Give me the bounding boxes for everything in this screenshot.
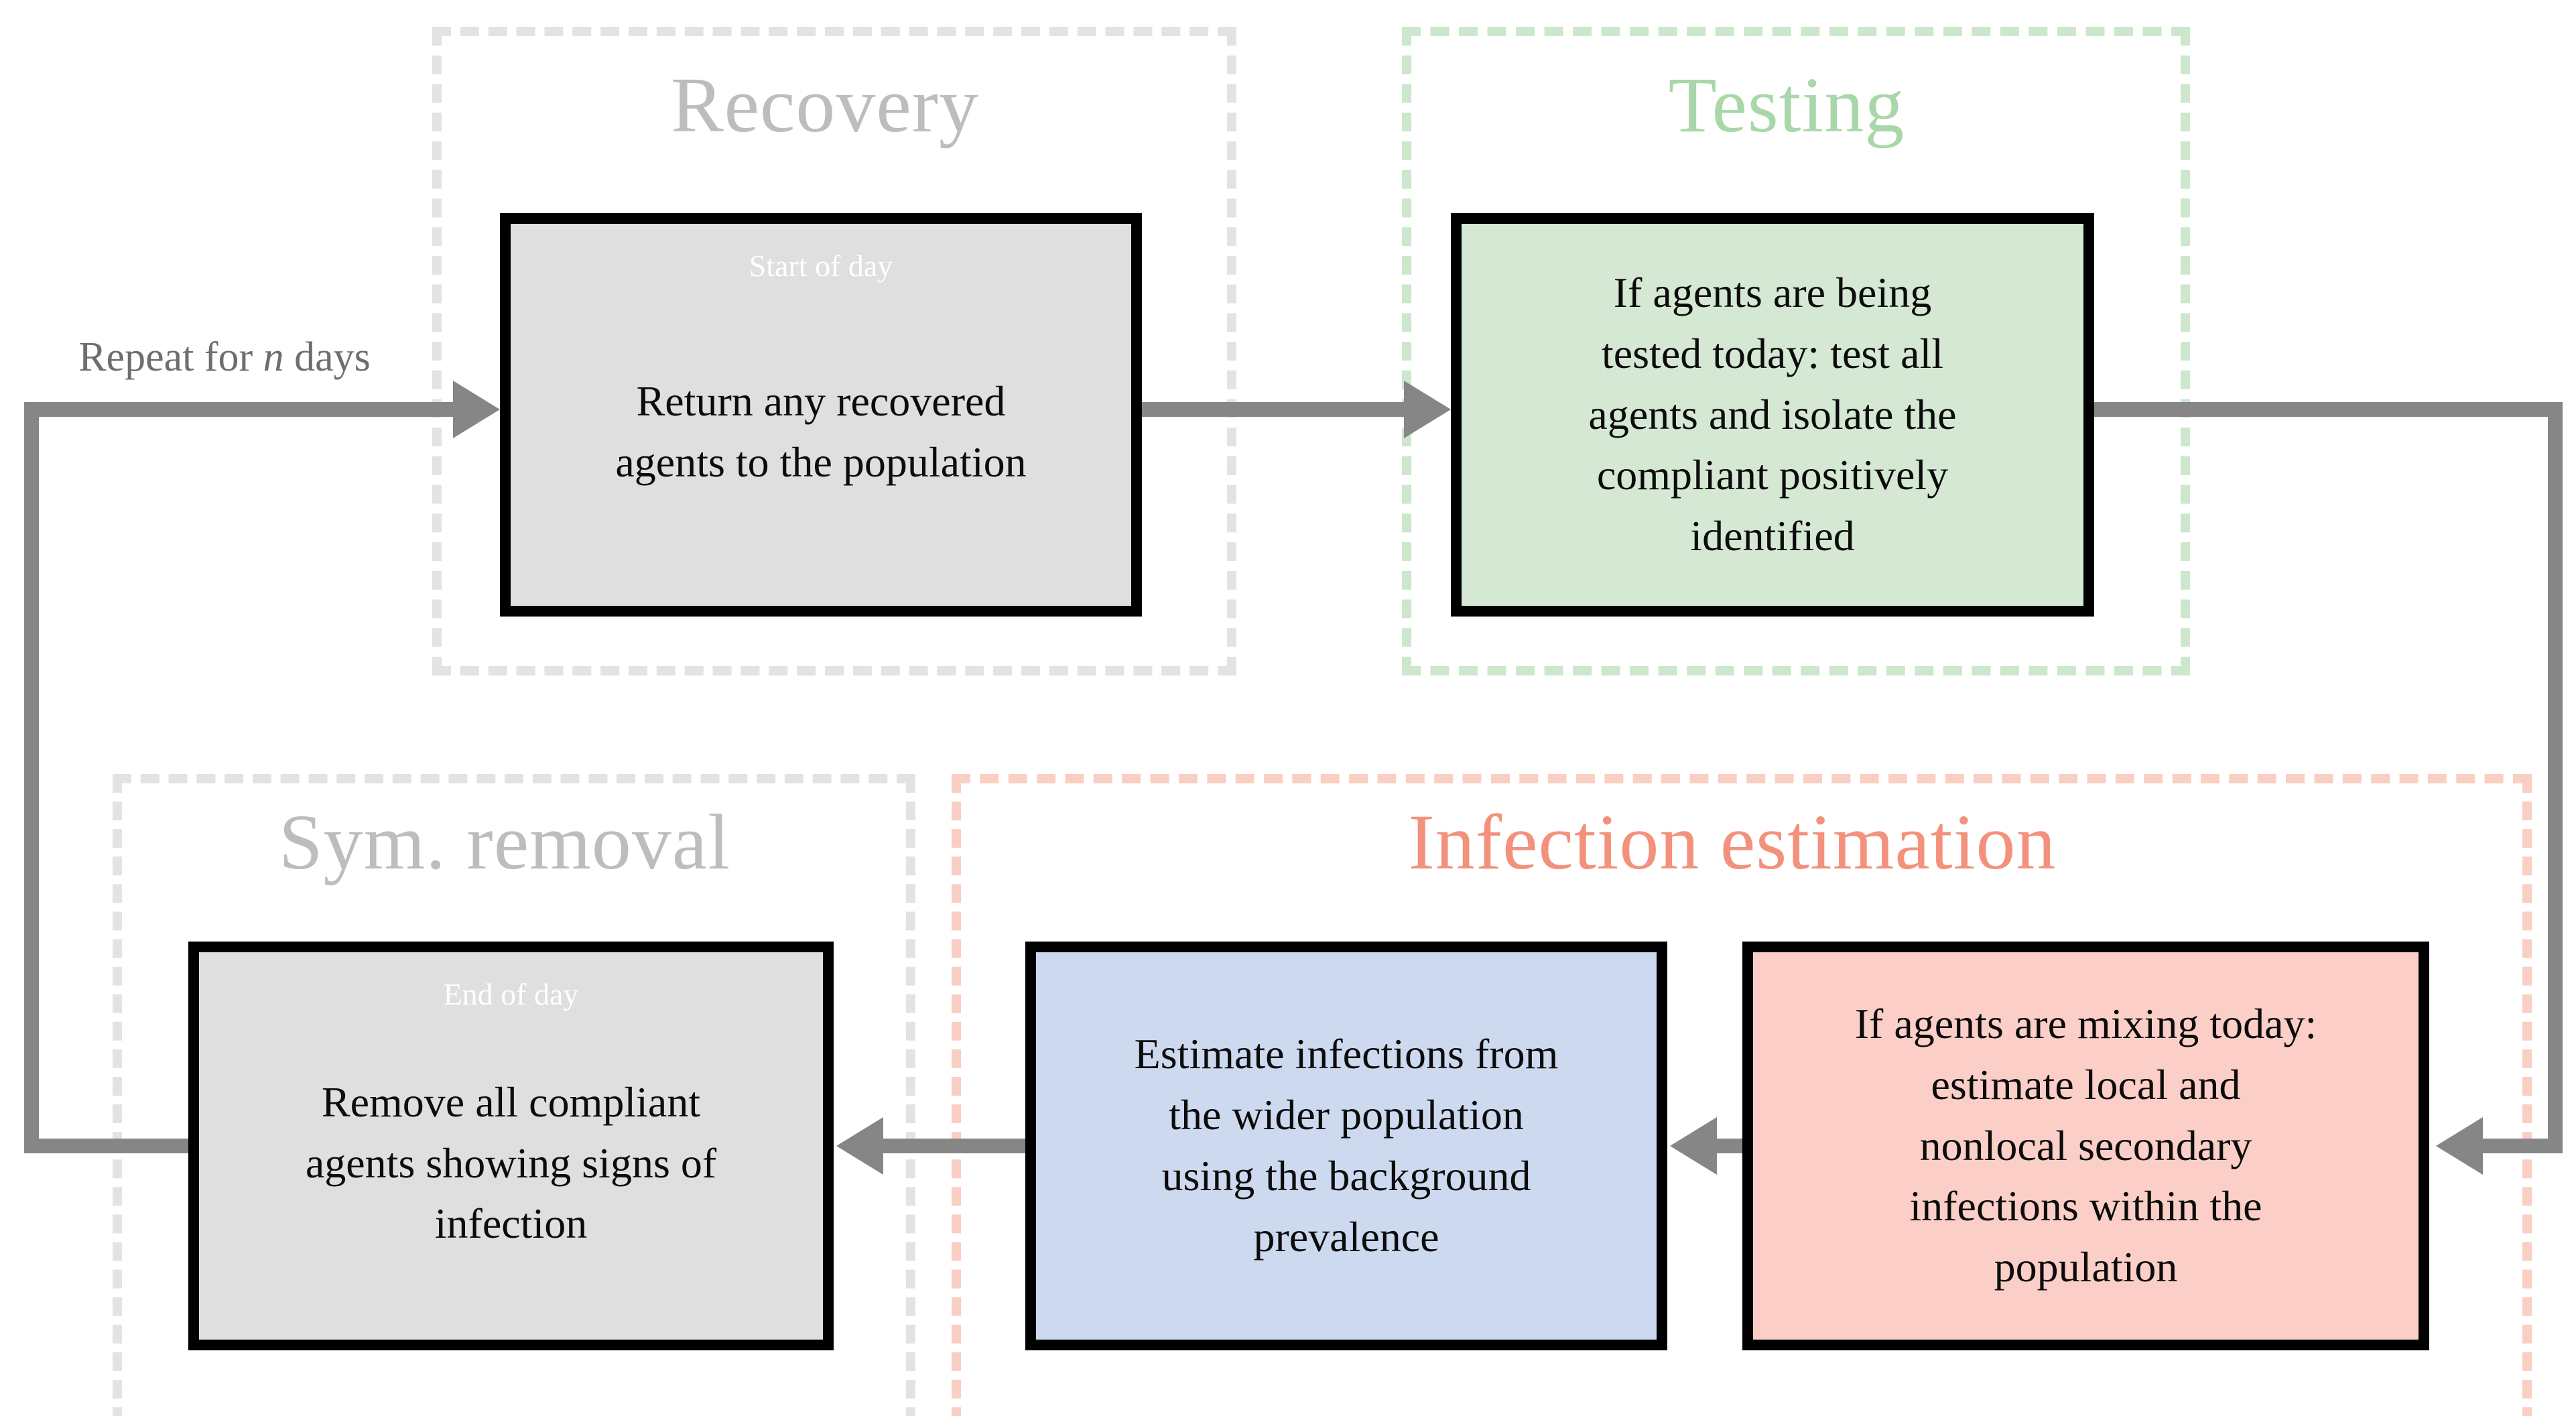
loop-top-horizontal-line bbox=[24, 402, 453, 417]
arrowhead-into-mixing-icon bbox=[2436, 1117, 2483, 1175]
testing-to-right-line bbox=[2094, 402, 2563, 417]
sym-removal-node-text: Remove all compliant agents showing sign… bbox=[305, 1078, 717, 1248]
arrowhead-into-testing-icon bbox=[1404, 381, 1451, 438]
infection-estimation-group-frame bbox=[952, 774, 2532, 1416]
arrowhead-into-recovery-icon bbox=[453, 381, 500, 438]
arrowhead-into-background-icon bbox=[1670, 1117, 1717, 1175]
repeat-loop-label-suffix: days bbox=[283, 334, 371, 380]
sym-removal-node: End of day Remove all compliant agents s… bbox=[188, 942, 834, 1350]
sym-removal-group-title: Sym. removal bbox=[278, 798, 731, 886]
recovery-node-text: Return any recovered agents to the popul… bbox=[615, 377, 1027, 486]
right-vertical-line bbox=[2548, 402, 2563, 1153]
mixing-to-background-line bbox=[1717, 1139, 1742, 1153]
testing-node: If agents are being tested today: test a… bbox=[1451, 213, 2094, 617]
right-to-mixing-line bbox=[2483, 1139, 2563, 1153]
repeat-loop-label-variable: n bbox=[263, 334, 284, 380]
background-to-sym-removal-line bbox=[883, 1139, 1025, 1153]
background-estimation-node: Estimate infections from the wider popul… bbox=[1025, 942, 1667, 1350]
mixing-estimation-node-text: If agents are mixing today: estimate loc… bbox=[1854, 999, 2317, 1291]
repeat-loop-label-prefix: Repeat for bbox=[78, 334, 263, 380]
sym-removal-to-loop-line bbox=[24, 1139, 188, 1153]
recovery-node: Start of day Return any recovered agents… bbox=[500, 213, 1142, 617]
recovery-to-testing-line bbox=[1142, 402, 1404, 417]
recovery-group-title: Recovery bbox=[670, 61, 980, 149]
sym-removal-node-subtitle: End of day bbox=[443, 977, 579, 1011]
recovery-group-frame bbox=[432, 27, 1236, 675]
loop-left-vertical-line bbox=[24, 402, 39, 1153]
testing-group-title: Testing bbox=[1668, 61, 1905, 149]
mixing-estimation-node: If agents are mixing today: estimate loc… bbox=[1742, 942, 2429, 1350]
arrowhead-into-sym-removal-icon bbox=[836, 1117, 883, 1175]
testing-node-text: If agents are being tested today: test a… bbox=[1588, 268, 1957, 560]
background-estimation-node-text: Estimate infections from the wider popul… bbox=[1134, 1030, 1559, 1261]
recovery-node-subtitle: Start of day bbox=[749, 249, 893, 283]
sym-removal-group-frame bbox=[113, 774, 915, 1416]
infection-estimation-group-title: Infection estimation bbox=[1408, 798, 2057, 886]
repeat-loop-label: Repeat for n days bbox=[7, 334, 442, 381]
testing-group-frame bbox=[1402, 27, 2190, 675]
